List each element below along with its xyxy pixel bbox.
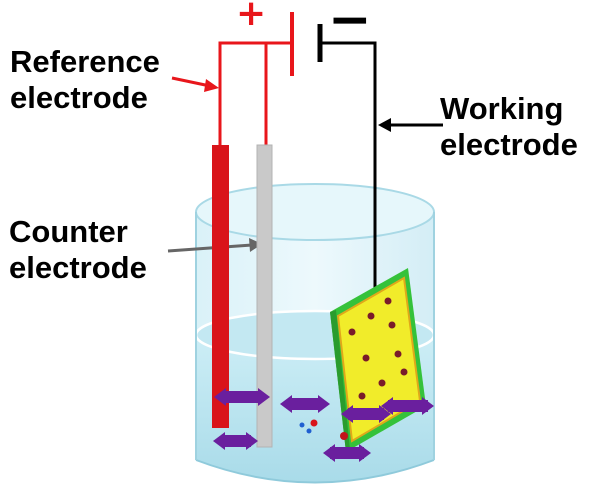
ion-marker	[341, 405, 391, 423]
ion-marker	[213, 432, 258, 450]
counter-label-line-1: Counter	[9, 214, 128, 249]
ion-marker	[323, 444, 371, 462]
reference-label-line-1: Reference	[10, 44, 160, 79]
counter-label-line-2: electrode	[9, 250, 147, 285]
working-label-line-1: Working	[440, 91, 564, 126]
ion-markers	[213, 388, 434, 462]
positive-terminal-sign: +	[236, 0, 267, 34]
reference-wire	[218, 41, 292, 145]
reference-pointer-line	[171, 76, 211, 88]
reference-electrode	[212, 145, 229, 428]
negative-terminal-sign: −	[328, 0, 372, 50]
counter-pointer-line	[167, 243, 253, 253]
working-label-line-2: electrode	[440, 127, 578, 162]
beaker-bottom-edge	[195, 459, 435, 484]
ion-marker	[381, 397, 434, 415]
ion-marker	[214, 388, 270, 406]
label-pointers	[167, 76, 443, 253]
plate-particles	[348, 297, 408, 400]
ion-marker	[280, 395, 330, 413]
counter-electrode-label: Counter electrode	[9, 214, 147, 286]
circuit-wiring	[218, 12, 377, 290]
working-wire	[320, 41, 377, 290]
beaker-rim	[195, 183, 435, 241]
reference-electrode-label: Reference electrode	[10, 44, 160, 116]
counter-pointer-head	[249, 238, 262, 252]
reference-pointer-head	[204, 79, 219, 92]
working-pointer-head	[378, 118, 391, 132]
reference-label-line-2: electrode	[10, 80, 148, 115]
dissolved-species	[299, 419, 348, 440]
counter-electrode	[256, 144, 273, 448]
working-electrode-label: Working electrode	[440, 91, 578, 163]
